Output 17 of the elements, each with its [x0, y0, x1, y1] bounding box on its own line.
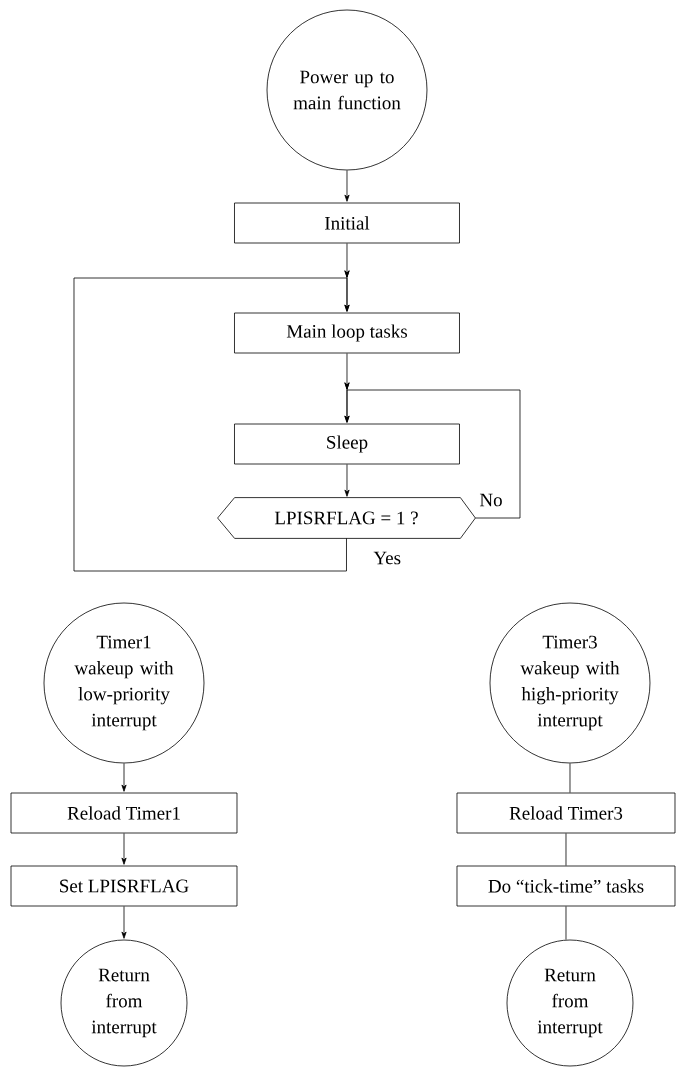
process-box: Do “tick-time” tasks	[456, 865, 676, 907]
arrow	[344, 382, 521, 519]
arrow	[121, 833, 127, 865]
arrow	[344, 170, 350, 202]
process-box: Reload Timer3	[456, 792, 676, 834]
process-box: Set LPISRFLAG	[10, 865, 238, 907]
edge-label: Yes	[372, 550, 403, 566]
process-box: Initial	[234, 202, 460, 244]
process-box: Reload Timer1	[10, 792, 238, 834]
decision-hexagon: LPISRFLAG = 1 ?	[217, 497, 476, 539]
arrow	[121, 906, 127, 939]
process-box: Main loop tasks	[234, 312, 460, 354]
arrow	[344, 464, 350, 497]
process-box: Sleep	[234, 423, 460, 465]
arrow	[73, 270, 350, 572]
edge-label: No	[478, 492, 504, 508]
arrow	[121, 763, 127, 792]
